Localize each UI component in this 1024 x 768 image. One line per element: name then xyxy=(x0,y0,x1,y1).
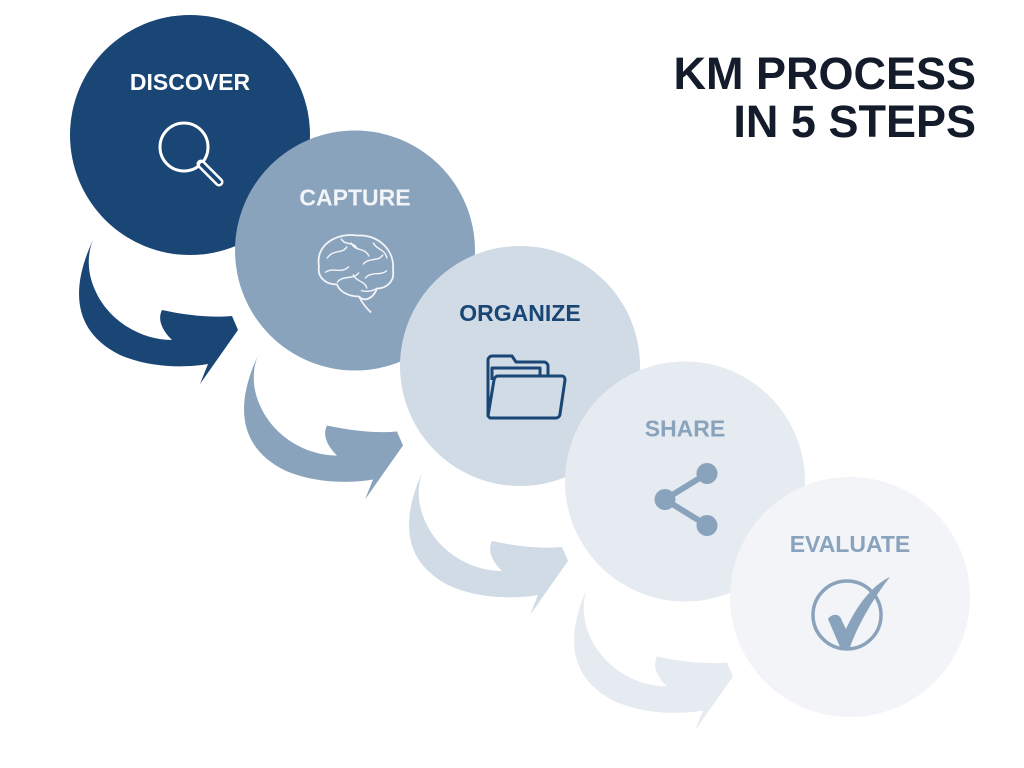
magnifying-glass-icon xyxy=(158,121,224,187)
arrow-shape xyxy=(79,240,238,384)
title-line-2: IN 5 STEPS xyxy=(733,96,976,147)
step-circle xyxy=(730,477,970,717)
step-label: CAPTURE xyxy=(299,185,410,211)
flow-arrow xyxy=(244,355,403,500)
arrow-shape xyxy=(409,471,568,615)
arrow-shape xyxy=(574,586,733,731)
flow-arrow xyxy=(79,240,238,384)
title-line-1: KM PROCESS xyxy=(673,48,976,99)
arrow-shape xyxy=(244,355,403,500)
steps-layer: DISCOVER CAPTURE ORGANIZE SHARE EVALUATE xyxy=(70,15,970,717)
folder-icon xyxy=(486,354,567,420)
share-icon xyxy=(654,463,718,536)
arrows-layer xyxy=(79,240,733,731)
step-label: DISCOVER xyxy=(130,69,251,95)
step-label: EVALUATE xyxy=(790,531,911,557)
flow-arrow xyxy=(574,586,733,731)
check-circle-icon xyxy=(811,577,890,651)
step-label: SHARE xyxy=(645,416,726,442)
diagram-title: KM PROCESS IN 5 STEPS xyxy=(673,50,976,146)
flow-arrow xyxy=(409,471,568,615)
brain-icon xyxy=(317,234,395,314)
step-evaluate: EVALUATE xyxy=(730,477,970,717)
step-label: ORGANIZE xyxy=(459,300,580,326)
